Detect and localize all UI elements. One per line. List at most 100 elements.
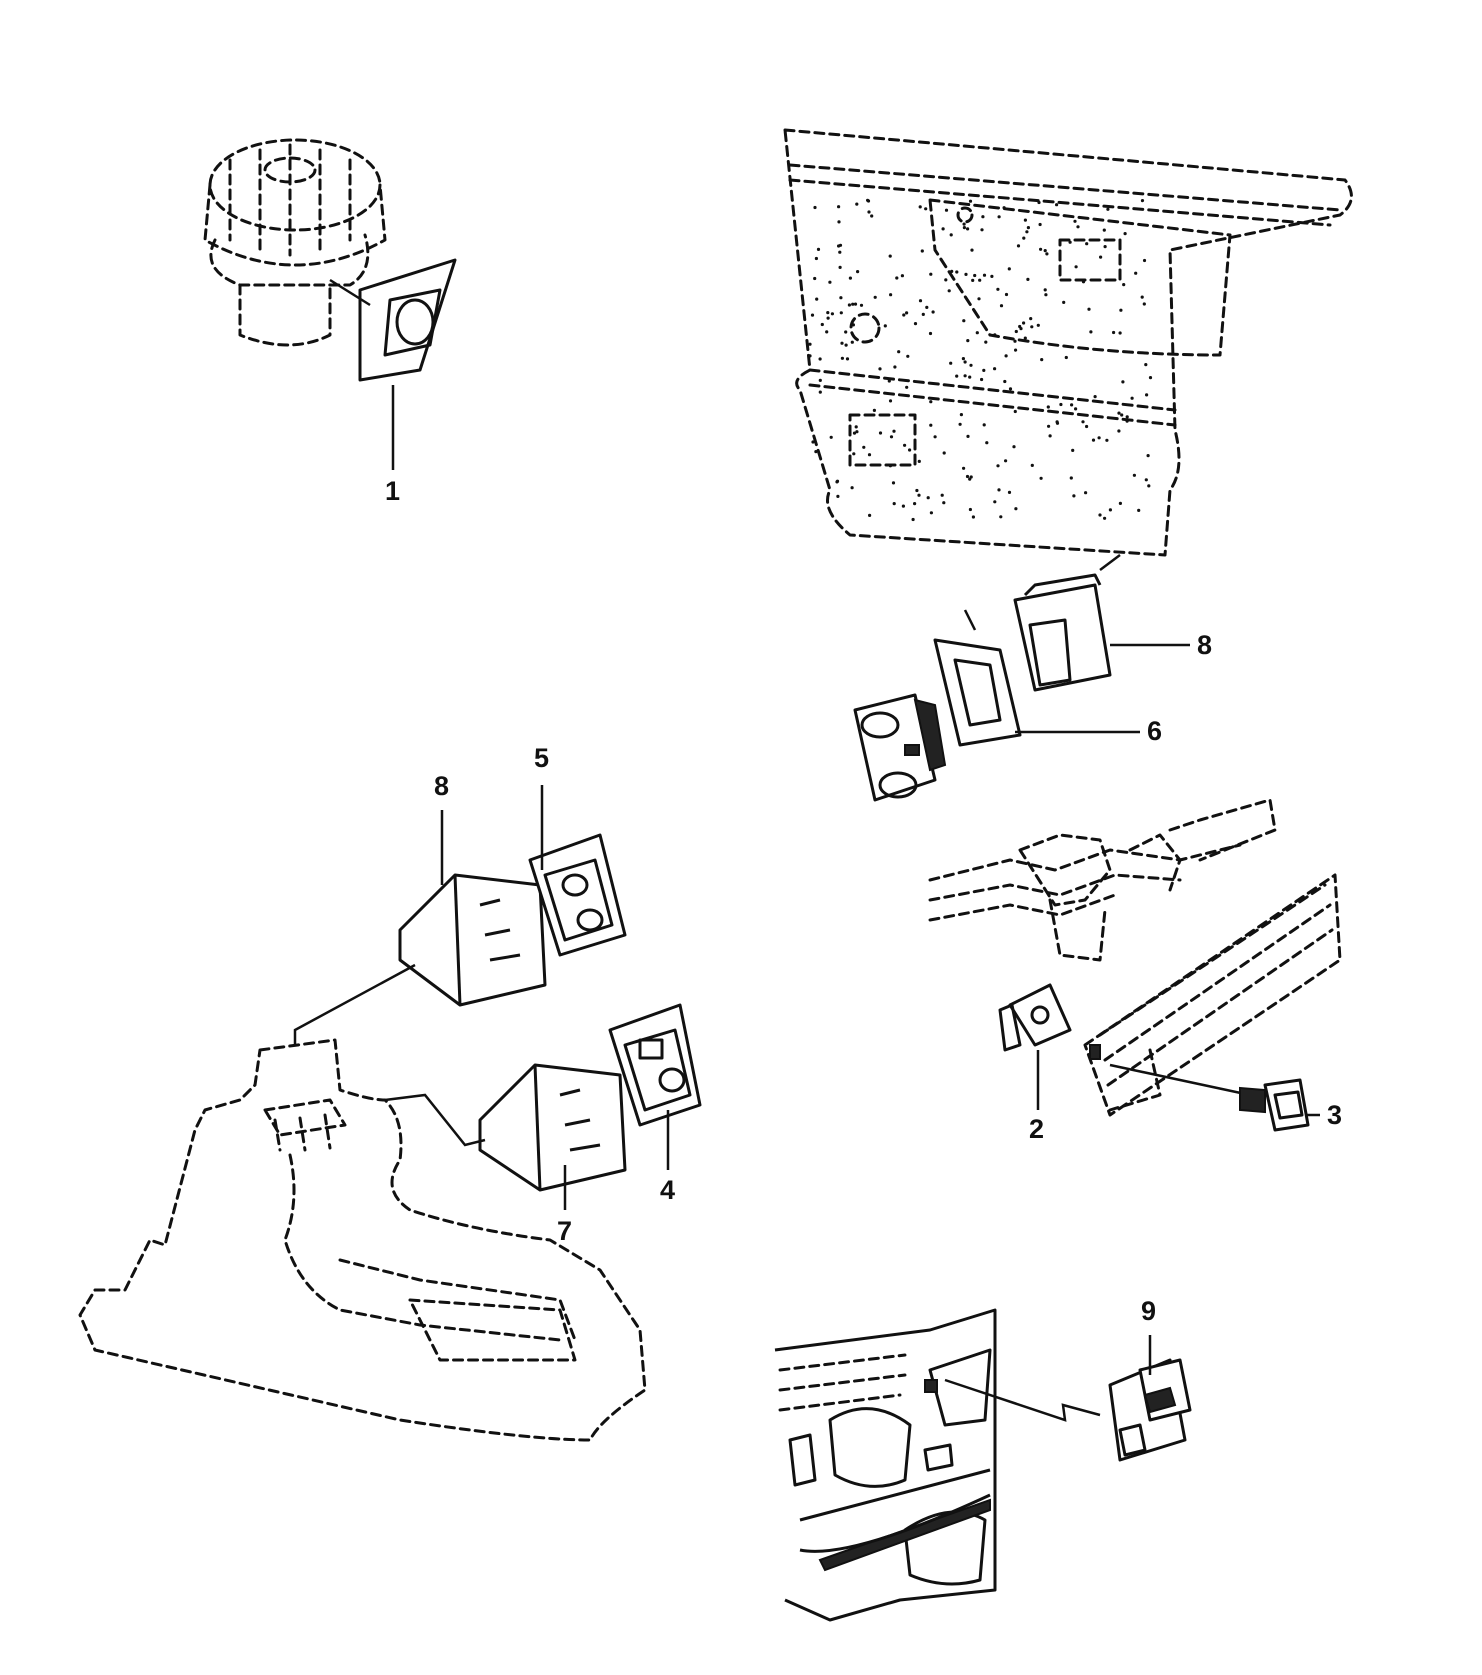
- panel-texture-dot: [969, 475, 973, 479]
- panel-texture-dot: [883, 324, 887, 328]
- panel-texture-dot: [852, 431, 857, 435]
- panel-texture-dot: [873, 295, 877, 299]
- panel-texture-dot: [1102, 228, 1106, 232]
- panel-texture-dot: [830, 312, 835, 316]
- panel-texture-dot: [902, 313, 906, 317]
- panel-texture-dot: [1142, 258, 1147, 263]
- panel-texture-dot: [851, 302, 855, 306]
- panel-texture-dot: [1105, 438, 1109, 442]
- door-connector-part-8: [1013, 554, 1121, 692]
- panel-texture-dot: [1147, 484, 1151, 488]
- panel-texture-dot: [1030, 463, 1034, 467]
- panel-texture-dot: [838, 265, 842, 269]
- panel-texture-dot: [984, 340, 988, 344]
- panel-texture-dot: [862, 445, 866, 449]
- panel-texture-dot: [814, 256, 819, 261]
- panel-texture-dot: [993, 333, 997, 337]
- panel-texture-dot: [964, 272, 968, 276]
- panel-texture-dot: [1043, 249, 1047, 253]
- panel-texture-dot: [848, 276, 853, 280]
- panel-texture-dot: [835, 480, 839, 484]
- door-window-switch: [853, 693, 947, 802]
- panel-texture-dot: [893, 365, 897, 369]
- console-connector-part-7: [478, 1063, 627, 1192]
- panel-texture-dot: [888, 464, 893, 468]
- panel-texture-dot: [837, 205, 841, 209]
- panel-texture-dot: [1068, 240, 1072, 244]
- panel-texture-dot: [963, 374, 967, 378]
- panel-texture-dot: [1103, 245, 1107, 249]
- panel-texture-dot: [892, 429, 896, 433]
- panel-texture-dot: [918, 205, 922, 209]
- dash-trim-bezel: [1083, 873, 1342, 1117]
- panel-texture-dot: [917, 459, 921, 463]
- panel-texture-dot: [1040, 358, 1044, 362]
- panel-texture-dot: [1093, 395, 1097, 399]
- panel-texture-dot: [996, 287, 1000, 291]
- panel-texture-dot: [818, 357, 822, 361]
- panel-texture-dot: [1112, 330, 1116, 335]
- panel-texture-dot: [826, 311, 830, 315]
- switch-part-2: [998, 983, 1072, 1052]
- panel-texture-dot: [847, 303, 852, 307]
- panel-texture-dot: [918, 299, 923, 303]
- panel-texture-dot: [888, 254, 892, 258]
- panel-texture-dot: [928, 331, 933, 336]
- panel-texture-dot: [985, 441, 989, 445]
- panel-texture-dot: [1142, 302, 1146, 306]
- panel-texture-dot: [1059, 402, 1063, 407]
- panel-texture-dot: [1018, 324, 1022, 329]
- callout-8-console: 8: [434, 771, 450, 801]
- panel-texture-dot: [1013, 409, 1017, 414]
- panel-texture-dot: [921, 312, 925, 316]
- panel-texture-dot: [996, 464, 1000, 468]
- panel-texture-dot: [1119, 308, 1123, 312]
- panel-texture-dot: [818, 378, 822, 382]
- panel-texture-dot: [949, 233, 953, 237]
- panel-texture-dot: [855, 202, 859, 206]
- panel-texture-dot: [810, 313, 815, 317]
- panel-texture-dot: [1070, 403, 1074, 407]
- panel-texture-dot: [889, 435, 894, 439]
- blower-resistor-part-1: [329, 258, 457, 382]
- panel-texture-dot: [1076, 225, 1080, 229]
- panel-texture-dot: [982, 423, 986, 427]
- panel-texture-dot: [836, 494, 840, 498]
- panel-texture-dot: [853, 302, 858, 306]
- door-trim-panel: [783, 128, 1353, 557]
- panel-texture-dot: [1099, 255, 1103, 259]
- panel-texture-dot: [1004, 459, 1008, 463]
- panel-texture-dot: [867, 210, 871, 214]
- panel-texture-dot: [997, 215, 1001, 219]
- panel-texture-dot: [1012, 445, 1016, 449]
- panel-texture-dot: [837, 244, 841, 248]
- panel-texture-dot: [840, 341, 844, 345]
- panel-texture-dot: [813, 276, 817, 281]
- callout-8-door: 8: [1197, 630, 1213, 660]
- panel-texture-dot: [1047, 424, 1051, 428]
- panel-texture-dot: [1036, 323, 1040, 327]
- panel-texture-dot: [901, 504, 906, 508]
- panel-texture-dot: [1144, 478, 1148, 482]
- panel-texture-dot: [924, 207, 928, 211]
- switch-part-9: [1108, 1358, 1192, 1462]
- panel-texture-dot: [920, 249, 924, 253]
- panel-texture-dot: [958, 422, 962, 426]
- panel-texture-dot: [1072, 494, 1076, 498]
- panel-texture-dot: [839, 296, 843, 300]
- panel-texture-dot: [1030, 325, 1034, 329]
- panel-texture-dot: [1140, 199, 1145, 203]
- panel-texture-dot: [854, 425, 858, 429]
- callout-9: 9: [1141, 1296, 1157, 1326]
- panel-texture-dot: [1055, 203, 1059, 207]
- panel-texture-dot: [837, 220, 841, 224]
- dashboard-corner: [774, 1308, 997, 1622]
- panel-texture-dot: [838, 250, 842, 254]
- leader-9-wire: [944, 1378, 1101, 1422]
- panel-texture-dot: [1038, 222, 1042, 227]
- panel-texture-dot: [1145, 393, 1149, 397]
- panel-texture-dot: [1022, 321, 1026, 325]
- panel-texture-dot: [975, 331, 979, 335]
- panel-texture-dot: [855, 430, 859, 434]
- callout-6: 6: [1147, 716, 1163, 746]
